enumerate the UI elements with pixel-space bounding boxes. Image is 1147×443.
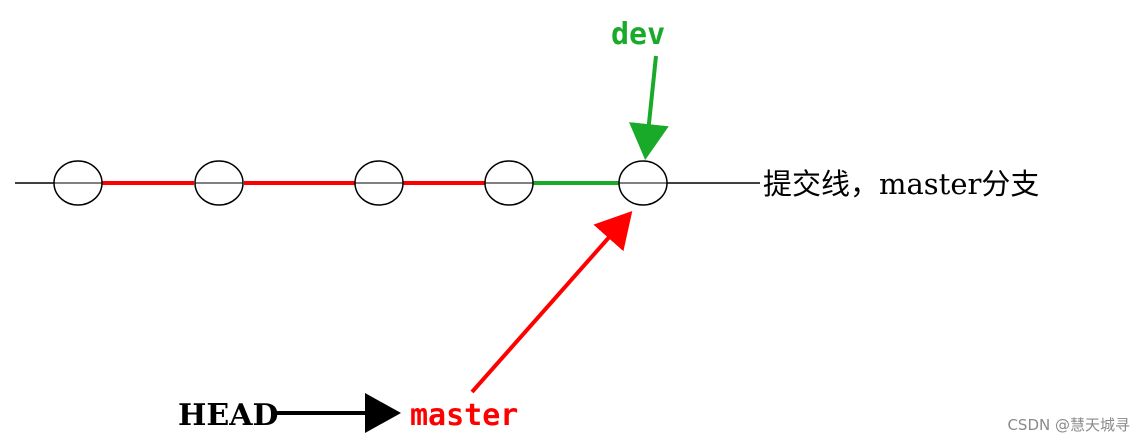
master-arrow (470, 211, 633, 394)
dev-label: dev (611, 17, 665, 52)
commit-line-caption: 提交线，master分支 (763, 167, 1039, 201)
dev-arrow (629, 55, 669, 160)
head-label: HEAD (178, 398, 279, 433)
watermark: CSDN @慧天城寻 (1007, 416, 1130, 434)
master-label: master (410, 398, 518, 433)
